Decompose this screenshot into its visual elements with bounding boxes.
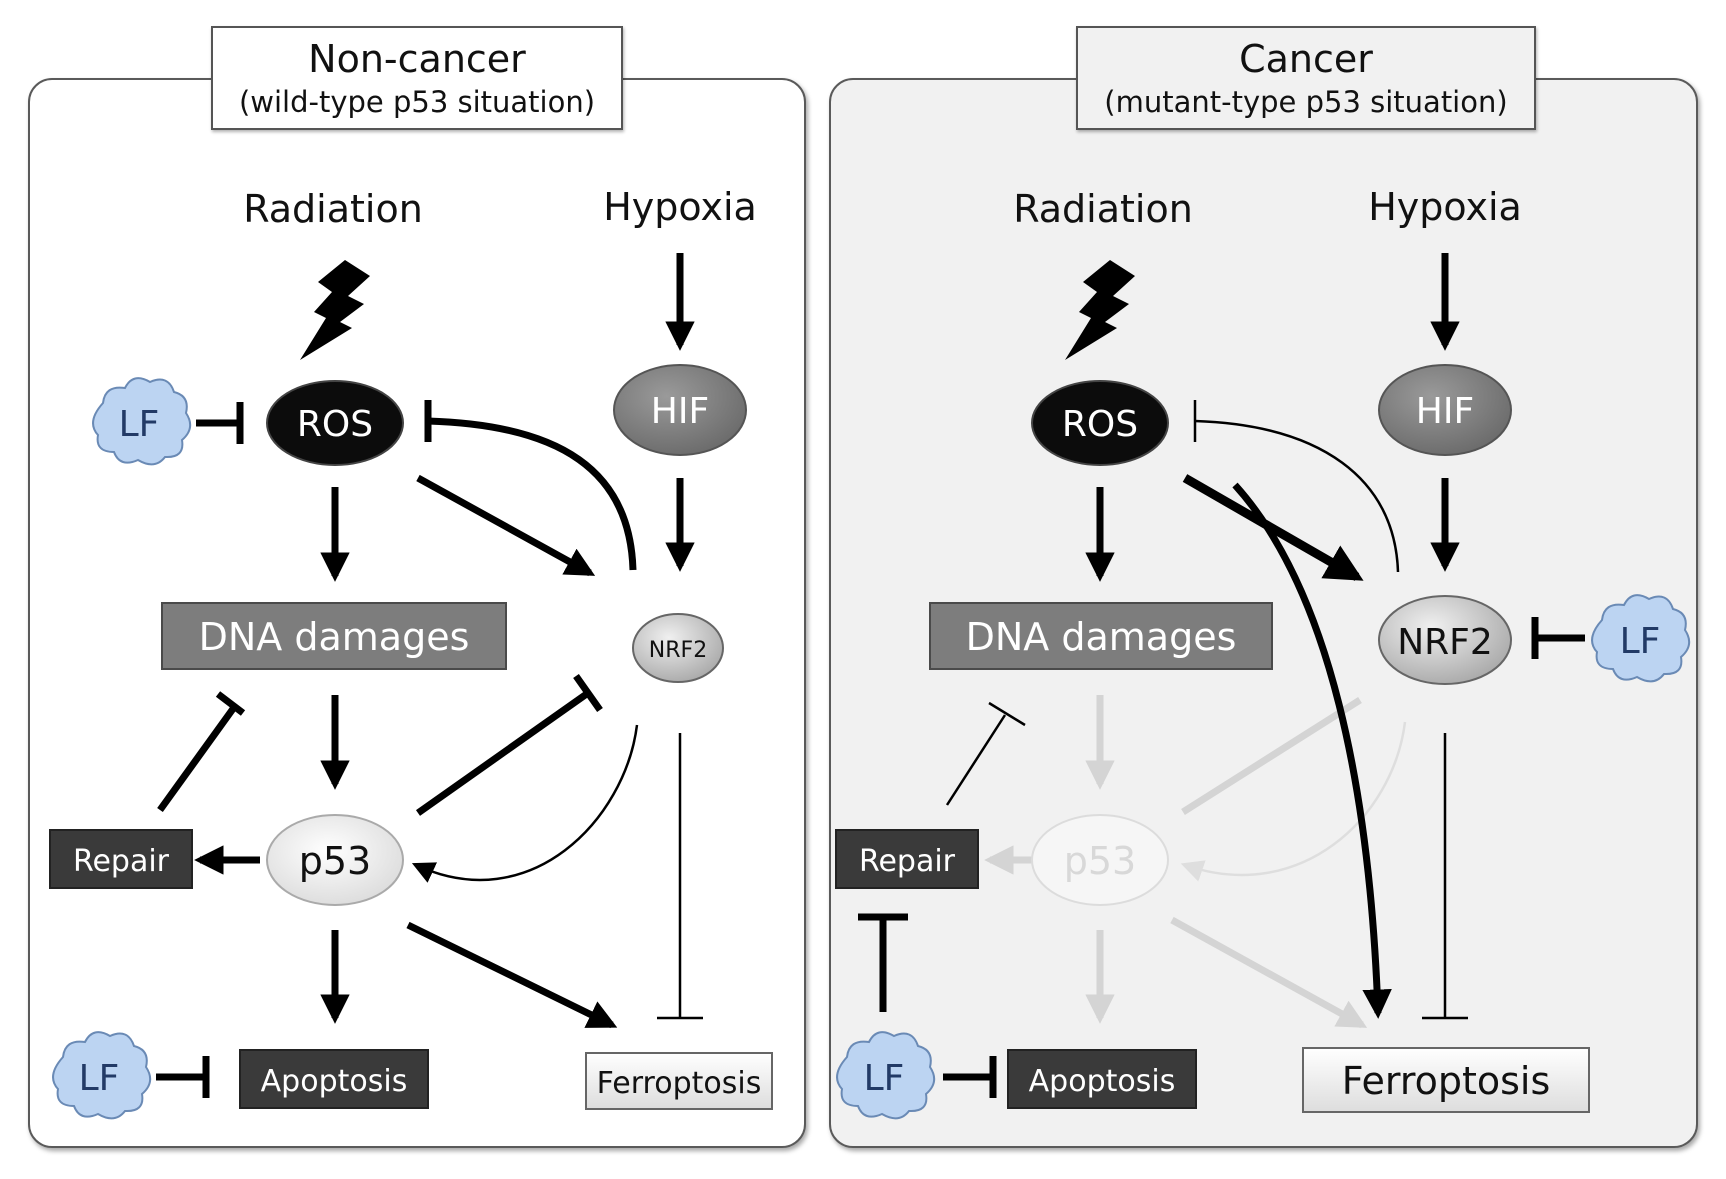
lf-label: LF [79, 1058, 120, 1099]
panel-title: Cancer [1239, 37, 1373, 81]
inhibit-bar [988, 701, 1026, 727]
node-hypoxia: Hypoxia [1368, 185, 1522, 229]
arrow-p53-ferroptosis-faded [1170, 916, 1368, 1029]
hif-label: HIF [1416, 391, 1474, 432]
lf-label: LF [119, 404, 160, 445]
inhibit-nrf2-ros [1194, 419, 1400, 573]
arrow-ros-nrf2 [416, 474, 596, 577]
node-dna-damages: DNA damages [161, 602, 507, 670]
node-radiation: Radiation [243, 187, 423, 231]
node-lf-bottom: LF [52, 1031, 152, 1120]
node-hypoxia: Hypoxia [603, 185, 757, 229]
node-radiation: Radiation [1013, 187, 1193, 231]
arrow-nrf2-p53-faded [1180, 721, 1407, 882]
node-dna-damages: DNA damages [929, 602, 1273, 670]
arrow-ros-ferroptosis [1232, 482, 1392, 1019]
node-p53: p53 [266, 814, 404, 906]
node-lf-right: LF [1591, 594, 1691, 683]
panel-title-non-cancer: Non-cancer (wild-type p53 situation) [211, 26, 623, 130]
node-nrf2: NRF2 [632, 613, 724, 683]
inhibit-nrf2-ros [427, 417, 637, 571]
dna-label: DNA damages [199, 615, 470, 659]
node-ros: ROS [266, 380, 404, 466]
arrow-nrf2-p53 [411, 724, 639, 883]
ros-label: ROS [1062, 404, 1138, 445]
ros-label: ROS [297, 404, 373, 445]
repair-label: Repair [859, 844, 956, 879]
panel-left-diagram: Radiation Hypoxia ROS HIF NRF2 DNA damag… [49, 185, 773, 1120]
inhibit-p53-nrf2-faded [1181, 697, 1362, 815]
panel-subtitle: (wild-type p53 situation) [238, 85, 596, 119]
lf-label: LF [1620, 621, 1661, 662]
dna-label: DNA damages [966, 615, 1237, 659]
panel-right-diagram: Radiation Hypoxia ROS HIF NRF2 DNA damag… [835, 185, 1691, 1120]
apoptosis-label: Apoptosis [1029, 1064, 1176, 1099]
nrf2-label: NRF2 [1397, 622, 1493, 663]
node-ferroptosis: Ferroptosis [1302, 1047, 1590, 1113]
node-hif: HIF [613, 364, 747, 456]
node-ros: ROS [1031, 380, 1169, 466]
inhibit-bar [573, 673, 603, 713]
node-nrf2: NRF2 [1378, 595, 1512, 685]
lf-label: LF [864, 1058, 905, 1099]
ferroptosis-label: Ferroptosis [1342, 1059, 1551, 1103]
inhibit-repair-dna [157, 703, 238, 813]
inhibit-repair-dna [945, 714, 1007, 806]
node-lf-top: LF [92, 377, 192, 466]
ferroptosis-label: Ferroptosis [597, 1066, 762, 1101]
panel-title-cancer: Cancer (mutant-type p53 situation) [1076, 26, 1536, 130]
lightning-icon [1065, 260, 1135, 360]
hif-label: HIF [651, 391, 709, 432]
node-hif: HIF [1378, 364, 1512, 456]
node-apoptosis: Apoptosis [1007, 1049, 1197, 1109]
panel-title: Non-cancer [308, 37, 526, 81]
node-repair: Repair [835, 829, 979, 889]
lightning-icon [300, 260, 370, 360]
nrf2-label: NRF2 [649, 638, 707, 663]
node-p53-mutant: p53 [1031, 814, 1169, 906]
panel-subtitle: (mutant-type p53 situation) [1104, 85, 1508, 119]
arrow-p53-ferroptosis [406, 921, 618, 1029]
repair-label: Repair [73, 844, 170, 879]
p53-label: p53 [1064, 839, 1136, 883]
node-lf-bottom: LF [836, 1031, 936, 1120]
inhibit-p53-nrf2 [415, 690, 591, 816]
node-repair: Repair [49, 829, 193, 889]
inhibit-bar [215, 691, 246, 716]
node-ferroptosis: Ferroptosis [585, 1052, 773, 1110]
apoptosis-label: Apoptosis [261, 1064, 408, 1099]
node-apoptosis: Apoptosis [239, 1049, 429, 1109]
p53-label: p53 [299, 839, 371, 883]
